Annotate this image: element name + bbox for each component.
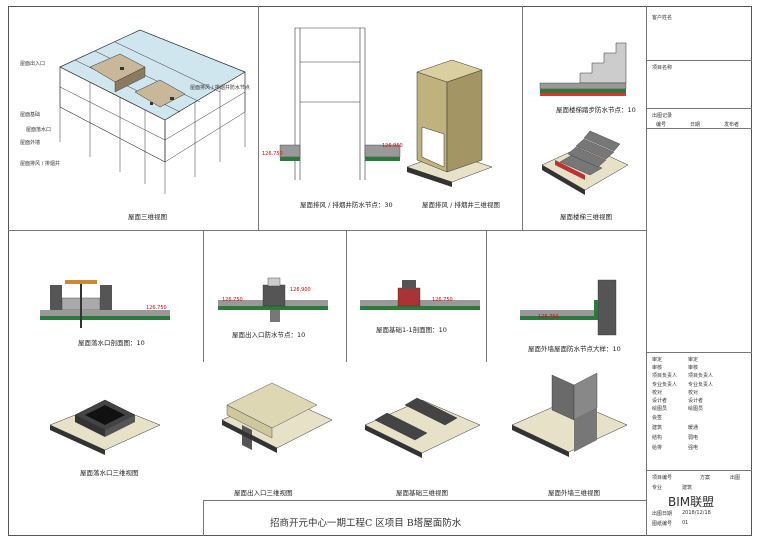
stair-node-view (539, 42, 627, 96)
callout-label: 屋面排风 / 排烟井 (20, 161, 60, 167)
project-no-label: 项目编号 (652, 475, 673, 481)
divider (203, 230, 204, 362)
role-label: 设计者 (652, 398, 668, 404)
divider (646, 128, 752, 129)
elevation-label: 126.750 (222, 297, 243, 303)
roof-3d-view (59, 29, 246, 194)
divider (646, 108, 752, 109)
elevation-label: 126.900 (290, 287, 311, 293)
rev-col: 日期 (690, 122, 701, 128)
elevation-label: 126.750 (538, 314, 559, 320)
sheet-no-value: 01 (682, 520, 689, 526)
shaft-3d-view (406, 59, 493, 187)
view-caption: 屋面排风 / 排烟井三维视图 (422, 201, 500, 209)
divider (203, 500, 204, 536)
role-value: 校对 (688, 389, 699, 396)
foundation-section-view (360, 280, 480, 310)
role-label: 审核 (652, 365, 663, 372)
divider (646, 6, 647, 536)
discipline-label: 给排 (652, 445, 663, 451)
divider (522, 6, 523, 230)
divider (646, 470, 752, 471)
entrance-node-view (218, 277, 328, 322)
view-caption: 屋面排风 / 排烟井防水节点：30 (300, 201, 393, 209)
callout-label: 屋面出入口 (20, 61, 46, 67)
view-caption: 屋面楼梯踏步防水节点：10 (556, 106, 636, 114)
discipline-label: 建筑 (652, 425, 663, 431)
view-caption: 屋面出入口防水节点：10 (232, 331, 306, 339)
role-value: 专业负责人 (688, 381, 714, 388)
wall-3d-view (511, 372, 628, 457)
sheet-no-label: 图纸编号 (652, 521, 673, 527)
view-caption: 屋面落水口剖面图：10 (78, 339, 145, 347)
callout-label: 屋面排风 / 排烟井防水节点 (190, 85, 250, 91)
role-value: 项目负责人 (688, 373, 714, 380)
elevation-label: 126.950 (382, 143, 403, 149)
client-label: 客户姓名 (652, 15, 673, 21)
discipline-label: 强电 (688, 445, 699, 451)
stair-3d-view (541, 130, 629, 195)
discipline-label: 暖通 (688, 425, 699, 431)
project-label: 项目名称 (652, 65, 673, 71)
revisions-label: 出图记录 (652, 113, 673, 119)
role-value: 绘图员 (688, 406, 704, 413)
role-value: 设计者 (688, 398, 704, 404)
divider (8, 230, 646, 231)
drain-section-view (40, 280, 170, 328)
major-label: 专业 (652, 485, 663, 491)
role-label: 审定 (652, 357, 663, 363)
stage-label: 方案 (700, 475, 711, 481)
major-value: 建筑 (682, 485, 693, 491)
divider (646, 352, 752, 353)
callout-label: 屋面落水口 (26, 127, 52, 133)
callout-label: 屋面基础 (20, 112, 41, 118)
divider (346, 230, 347, 362)
wall-node-view (520, 279, 617, 336)
role-label: 绘图员 (652, 406, 668, 413)
watermark: BIM联盟 (668, 495, 715, 509)
divider (203, 500, 646, 501)
sheet-title: 招商开元中心一期工程C 区项目 B塔屋面防水 (270, 518, 462, 529)
elevation-label: 126.750 (262, 151, 283, 157)
foundation-3d-view (364, 397, 481, 458)
view-caption: 屋面三维视图 (128, 213, 167, 221)
divider (486, 230, 487, 362)
view-caption: 屋面基础三维视图 (396, 489, 448, 497)
stage2-label: 出图 (730, 475, 741, 481)
view-caption: 屋面外墙屋面防水节点大样：10 (528, 345, 621, 353)
divider (258, 6, 259, 230)
elevation-label: 126.750 (146, 305, 167, 311)
drain-3d-view (49, 399, 161, 455)
view-caption: 屋面落水口三维视图 (80, 469, 139, 477)
view-caption: 屋面出入口三维视图 (234, 489, 293, 497)
rev-col: 编号 (656, 122, 667, 128)
role-value: 审核 (688, 365, 699, 372)
view-caption: 屋面外墙三维视图 (548, 489, 600, 497)
view-caption: 屋面基础1-1剖面图：10 (376, 326, 447, 334)
role-label: 校对 (652, 389, 663, 396)
role-label: 项目负责人 (652, 373, 678, 380)
sign-label: 会签 (652, 415, 663, 421)
entrance-3d-view (221, 382, 333, 453)
date-label: 出图日期 (652, 511, 673, 517)
discipline-label: 弱电 (688, 435, 699, 441)
view-caption: 屋面楼梯三维视图 (560, 213, 612, 221)
drawing-frame (8, 6, 752, 536)
date-value: 2018/12/18 (682, 510, 711, 516)
rev-col: 发布者 (724, 122, 740, 128)
role-label: 专业负责人 (652, 381, 678, 388)
divider (646, 60, 752, 61)
role-value: 审定 (688, 357, 699, 363)
shaft-section-view (279, 27, 401, 180)
callout-label: 屋面外墙 (20, 140, 41, 146)
elevation-label: 126.750 (432, 297, 453, 303)
discipline-label: 结构 (652, 435, 663, 441)
